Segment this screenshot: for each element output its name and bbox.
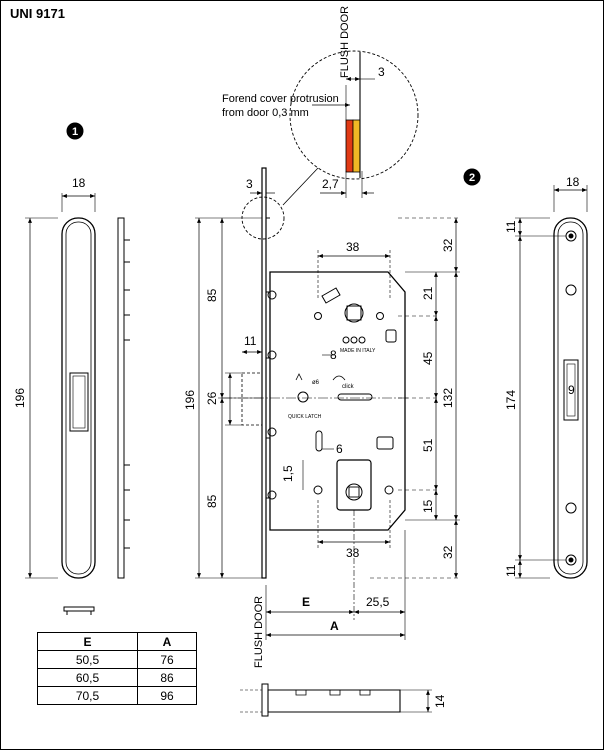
- table-row: 60,5 86: [36, 668, 197, 687]
- front-dim-15: 15: [421, 499, 435, 513]
- table-row: 70,5 96: [36, 686, 197, 705]
- front-dim-25-5: 25,5: [366, 595, 390, 609]
- detail-gap-label: 2,7: [322, 177, 339, 191]
- table-row: 50,5 76: [36, 650, 197, 669]
- front-dim-38-bottom: 38: [346, 546, 360, 560]
- table-header-A: A: [137, 632, 197, 651]
- front-dim-32-top: 32: [441, 238, 455, 252]
- front-dim-8: 8: [330, 348, 337, 362]
- view1-marker: [66, 122, 84, 140]
- front-dim-38-top: 38: [346, 240, 360, 254]
- front-dim-6: 6: [336, 442, 343, 456]
- front-dim-E: E: [302, 595, 310, 609]
- view2-174-label: 174: [504, 390, 518, 410]
- o6-mark: ø6: [312, 380, 320, 386]
- front-dim-85-lower: 85: [205, 494, 219, 508]
- detail-callout: [241, 50, 419, 240]
- front-dim-32-bottom: 32: [441, 545, 455, 559]
- dimension-table: E A 50,5 76 60,5 86 70,5 96: [36, 632, 197, 705]
- table-cell: 70,5: [36, 686, 139, 705]
- view1-width-label: 18: [72, 176, 86, 190]
- front-dim-26: 26: [205, 391, 219, 405]
- front-dim-14: 14: [433, 694, 447, 708]
- table-cell: 60,5: [36, 668, 139, 687]
- table-cell: 86: [137, 668, 197, 687]
- view1-marker-number: 1: [72, 126, 78, 138]
- detail-flush-door-label: FLUSH DOOR: [339, 6, 351, 78]
- front-dim-196: 196: [183, 390, 197, 410]
- front-dim-85-upper: 85: [205, 288, 219, 302]
- view1-height-label: 196: [13, 388, 27, 408]
- front-dim-45: 45: [421, 351, 435, 365]
- view2-striker-plate: [463, 168, 588, 579]
- made-in-italy-mark: MADE IN ITALY: [340, 348, 376, 354]
- front-flush-door-label: FLUSH DOOR: [253, 596, 265, 668]
- note-line-1: Forend cover protrusion: [222, 93, 339, 105]
- lock-body-front: [195, 167, 460, 717]
- front-dim-A: A: [330, 619, 339, 633]
- table-cell: 96: [137, 686, 197, 705]
- front-dim-3: 3: [246, 177, 253, 191]
- front-dim-132: 132: [441, 388, 455, 408]
- front-dim-1-5: 1,5: [281, 465, 295, 482]
- view2-bottom-11-label: 11: [504, 564, 518, 577]
- view2-marker: [463, 168, 481, 186]
- drawing-title: UNI 9171: [10, 6, 65, 21]
- quick-latch-mark: QUICK LATCH: [288, 414, 322, 420]
- table-cell: 50,5: [36, 650, 139, 669]
- view2-marker-number: 2: [469, 172, 475, 184]
- note-line-2: from door 0,3 mm: [222, 107, 309, 119]
- view1-forend-cover: [25, 122, 130, 615]
- table-header-E: E: [36, 632, 139, 651]
- view2-width-label: 18: [566, 175, 580, 189]
- front-dim-51: 51: [421, 438, 435, 452]
- view2-slot-9-label: 9: [568, 383, 575, 397]
- view2-top-11-label: 11: [504, 220, 518, 233]
- detail-thickness-label: 3: [378, 65, 385, 79]
- front-dim-11: 11: [244, 334, 257, 348]
- table-cell: 76: [137, 650, 197, 669]
- click-mark: click: [342, 384, 355, 390]
- front-dim-21: 21: [421, 286, 435, 300]
